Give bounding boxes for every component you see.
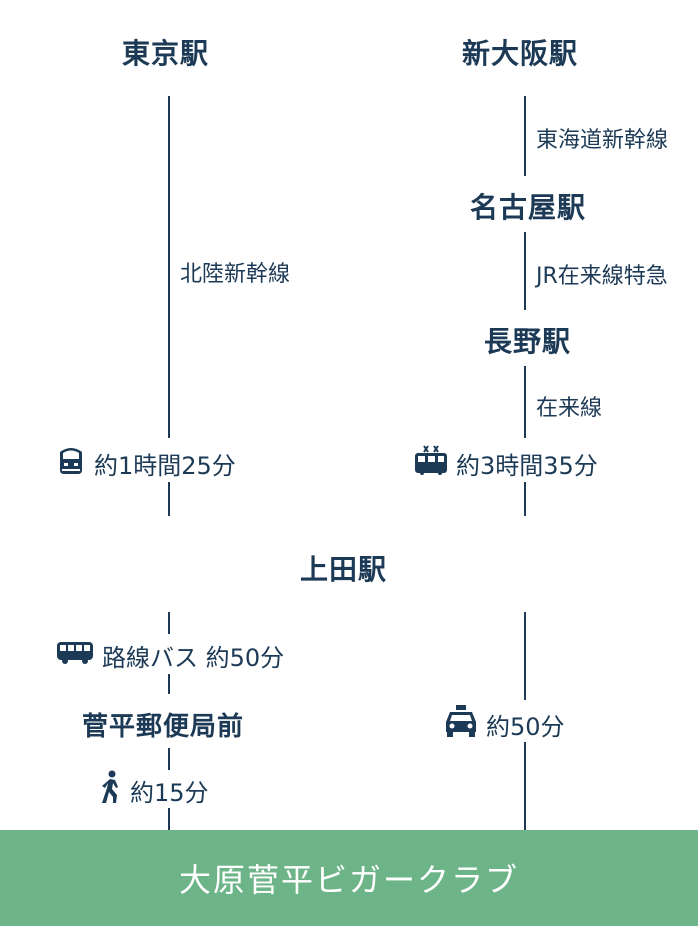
route-line-taxi-lower (524, 742, 526, 830)
station-ueda: 上田駅 (300, 553, 388, 586)
route-line-tokyo (168, 96, 170, 438)
time-taxi: 約50分 (444, 704, 565, 744)
train-icon (414, 444, 448, 482)
time-walk: 約15分 (100, 770, 209, 810)
route-line-post-walk (168, 748, 170, 770)
route-line-nagoya-nagano (524, 232, 526, 310)
route-line-nagano-lower (524, 366, 526, 438)
route-line-tokyo-lower (168, 482, 170, 516)
shinkansen-train-icon (56, 444, 86, 482)
station-nagano: 長野駅 (484, 325, 572, 358)
time-bus: 路線バス 約50分 (56, 638, 284, 673)
time-bus-text: 路線バス 約50分 (102, 644, 285, 672)
line-label-jr-express: JR在来線特急 (536, 264, 668, 289)
route-line-walk-lower (168, 808, 170, 830)
line-label-tokaido: 東海道新幹線 (536, 128, 669, 153)
station-nagoya: 名古屋駅 (470, 191, 587, 224)
route-line-ueda-bus (168, 612, 170, 634)
time-osaka-ueda: 約3時間35分 (414, 444, 598, 482)
station-shin-osaka: 新大阪駅 (462, 37, 579, 70)
route-line-osaka-nagoya (524, 96, 526, 176)
time-tokyo-ueda-text: 約1時間25分 (94, 451, 236, 480)
route-line-ueda-taxi (524, 612, 526, 700)
time-tokyo-ueda: 約1時間25分 (56, 444, 236, 482)
taxi-icon (444, 704, 478, 744)
stop-sugadaira-post-office: 菅平郵便局前 (82, 712, 245, 742)
bus-icon (56, 640, 94, 672)
route-line-osaka-lower (524, 482, 526, 516)
time-walk-text: 約15分 (130, 778, 209, 807)
time-osaka-ueda-text: 約3時間35分 (456, 451, 598, 480)
line-label-hokuriku: 北陸新幹線 (180, 262, 291, 287)
station-tokyo: 東京駅 (122, 37, 210, 70)
time-taxi-text: 約50分 (486, 712, 565, 741)
destination-banner: 大原菅平ビガークラブ (0, 830, 698, 926)
route-line-bus-lower (168, 674, 170, 694)
walking-person-icon (100, 770, 122, 810)
line-label-local: 在来線 (536, 396, 603, 421)
